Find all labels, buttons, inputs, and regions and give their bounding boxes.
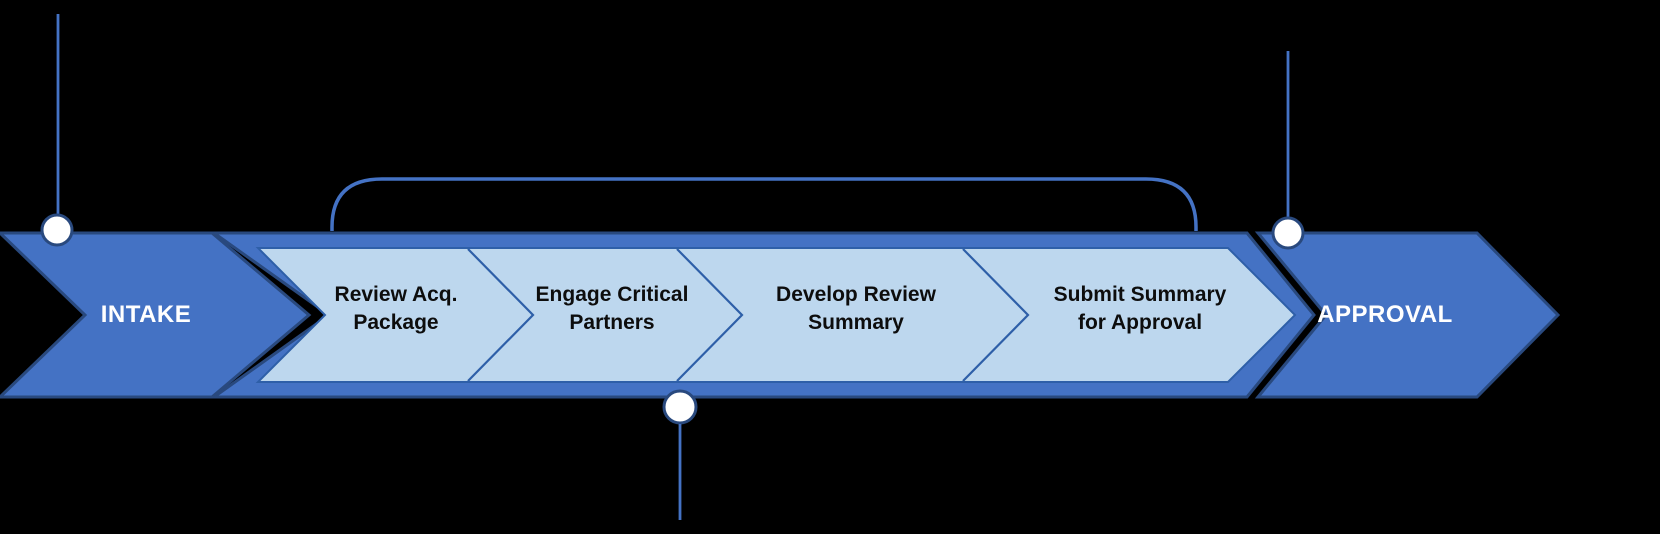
approval-label: APPROVAL: [1317, 301, 1453, 328]
callout-dot-bottom: [662, 389, 698, 425]
step-label-line: Develop Review: [776, 283, 936, 306]
intake-chevron: [0, 231, 312, 399]
step-separator: [467, 248, 535, 382]
step-separator: [676, 248, 744, 382]
step-label-develop-review-summary: Develop Review Summary: [726, 281, 986, 337]
steps-band-chevron: [255, 247, 1297, 383]
approval-chevron: [1254, 231, 1561, 399]
step-separator: [962, 248, 1030, 382]
step-label-line: Summary: [808, 311, 904, 334]
callout-dot-right: [1271, 216, 1305, 250]
step-label-submit-summary-for-approval: Submit Summary for Approval: [1010, 281, 1270, 337]
intake-label: INTAKE: [100, 301, 192, 328]
step-label-line: Package: [353, 311, 439, 334]
step-label-line: Engage Critical: [535, 283, 689, 306]
step-label-line: Submit Summary: [1053, 283, 1227, 306]
step-label-line: Partners: [569, 311, 655, 334]
step-label-line: for Approval: [1077, 311, 1203, 334]
step-label-review-acq-package: Review Acq. Package: [266, 281, 526, 337]
step-label-line: Review Acq.: [334, 283, 458, 306]
step-label-engage-critical-partners: Engage Critical Partners: [482, 281, 742, 337]
loop-bracket: [330, 177, 1198, 231]
callout-dot-left: [40, 213, 74, 247]
